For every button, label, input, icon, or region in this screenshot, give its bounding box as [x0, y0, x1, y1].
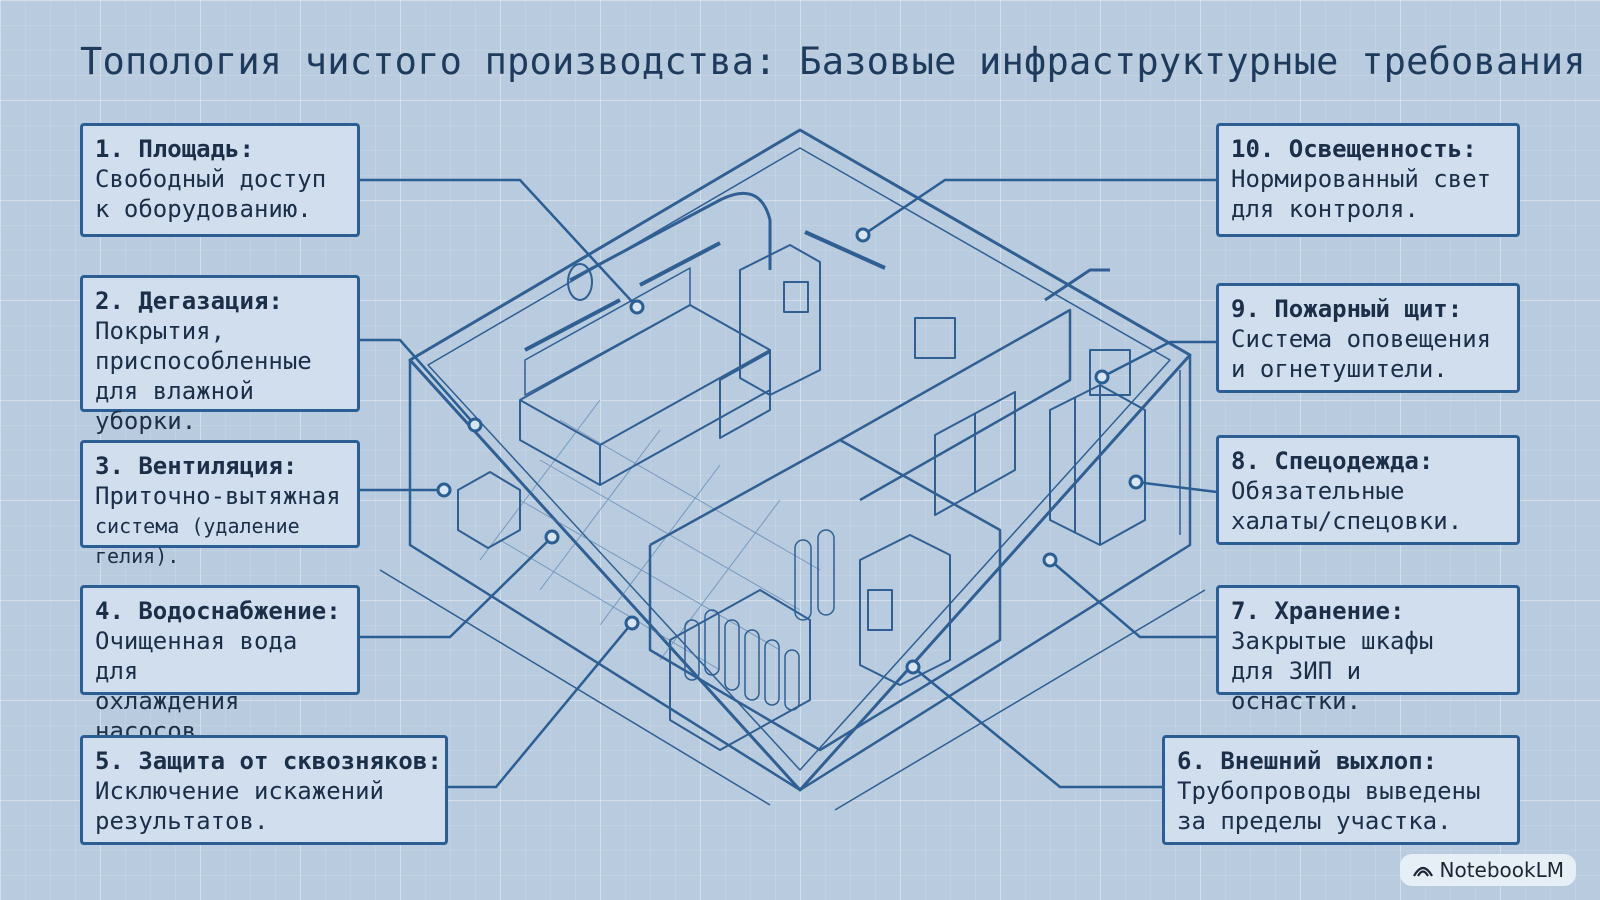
card-body: Нормированный свет для контроля.: [1231, 165, 1492, 223]
card-heading: 2. Дегазация:: [95, 287, 283, 315]
card-heading: 3. Вентиляция:: [95, 452, 298, 480]
card-body: Система оповещения и огнетушители.: [1231, 325, 1492, 383]
card-body: Приточно-вытяжная: [95, 482, 341, 510]
brand-badge: NotebookLM: [1399, 854, 1576, 886]
gas-cylinder-rack: [669, 589, 811, 751]
ventilation-duct: [569, 191, 772, 282]
notebooklm-logo-icon: [1412, 866, 1433, 877]
leader-lines: [356, 178, 1218, 789]
card-body: Исключение искажений результатов.: [95, 777, 384, 835]
card-heading: 1. Площадь:: [95, 135, 254, 163]
card-draft-protection: 5. Защита от сквозняков: Исключение иска…: [80, 735, 448, 845]
card-external-exhaust: 6. Внешний выхлоп: Трубопроводы выведены…: [1162, 735, 1520, 845]
card-body: Трубопроводы выведены за пределы участка…: [1177, 777, 1481, 835]
card-note: система (удаление гелия).: [95, 514, 300, 568]
card-heading: 8. Спецодежда:: [1231, 447, 1434, 475]
lab-bench: [519, 304, 771, 446]
card-heading: 9. Пожарный щит:: [1231, 295, 1463, 323]
floor-outline: [408, 128, 1192, 792]
card-ventilation: 3. Вентиляция: Приточно-вытяжная система…: [80, 440, 360, 568]
page-title: Топология чистого производства: Базовые …: [80, 40, 1586, 83]
tall-cabinet: [739, 244, 821, 396]
card-body: Покрытия, приспособленные для влажной уб…: [95, 317, 312, 435]
card-heading: 4. Водоснабжение:: [95, 597, 341, 625]
card-storage: 7. Хранение: Закрытые шкафы для ЗИП и ос…: [1216, 585, 1520, 715]
card-lighting: 10. Освещенность: Нормированный свет для…: [1216, 123, 1520, 237]
card-heading: 6. Внешний выхлоп:: [1177, 747, 1438, 775]
card-heading: 10. Освещенность:: [1231, 135, 1477, 163]
card-heading: 7. Хранение:: [1231, 597, 1405, 625]
card-body: Обязательные халаты/спецовки.: [1231, 477, 1463, 535]
card-workwear: 8. Спецодежда: Обязательные халаты/спецо…: [1216, 435, 1520, 545]
card-area: 1. Площадь: Свободный доступ к оборудова…: [80, 123, 360, 237]
card-heading: 5. Защита от сквозняков:: [95, 747, 442, 775]
back-wall-right: [799, 355, 1192, 792]
double-door: [934, 391, 1016, 516]
card-body: Закрытые шкафы для ЗИП и оснастки.: [1231, 627, 1434, 715]
leader-dots: [436, 227, 1144, 675]
card-degassing: 2. Дегазация: Покрытия, приспособленные …: [80, 275, 360, 435]
exhaust-cabinet: [859, 534, 951, 686]
vacuum-pump: [457, 471, 521, 549]
card-body: Очищенная вода для охлаждения насосов.: [95, 627, 298, 745]
storage-lockers: [1049, 384, 1146, 546]
card-water-supply: 4. Водоснабжение: Очищенная вода для охл…: [80, 585, 360, 745]
card-body: Свободный доступ к оборудованию.: [95, 165, 327, 223]
fire-panel: [914, 317, 956, 359]
brand-label: NotebookLM: [1439, 858, 1565, 882]
card-fire-panel: 9. Пожарный щит: Система оповещения и ог…: [1216, 283, 1520, 393]
